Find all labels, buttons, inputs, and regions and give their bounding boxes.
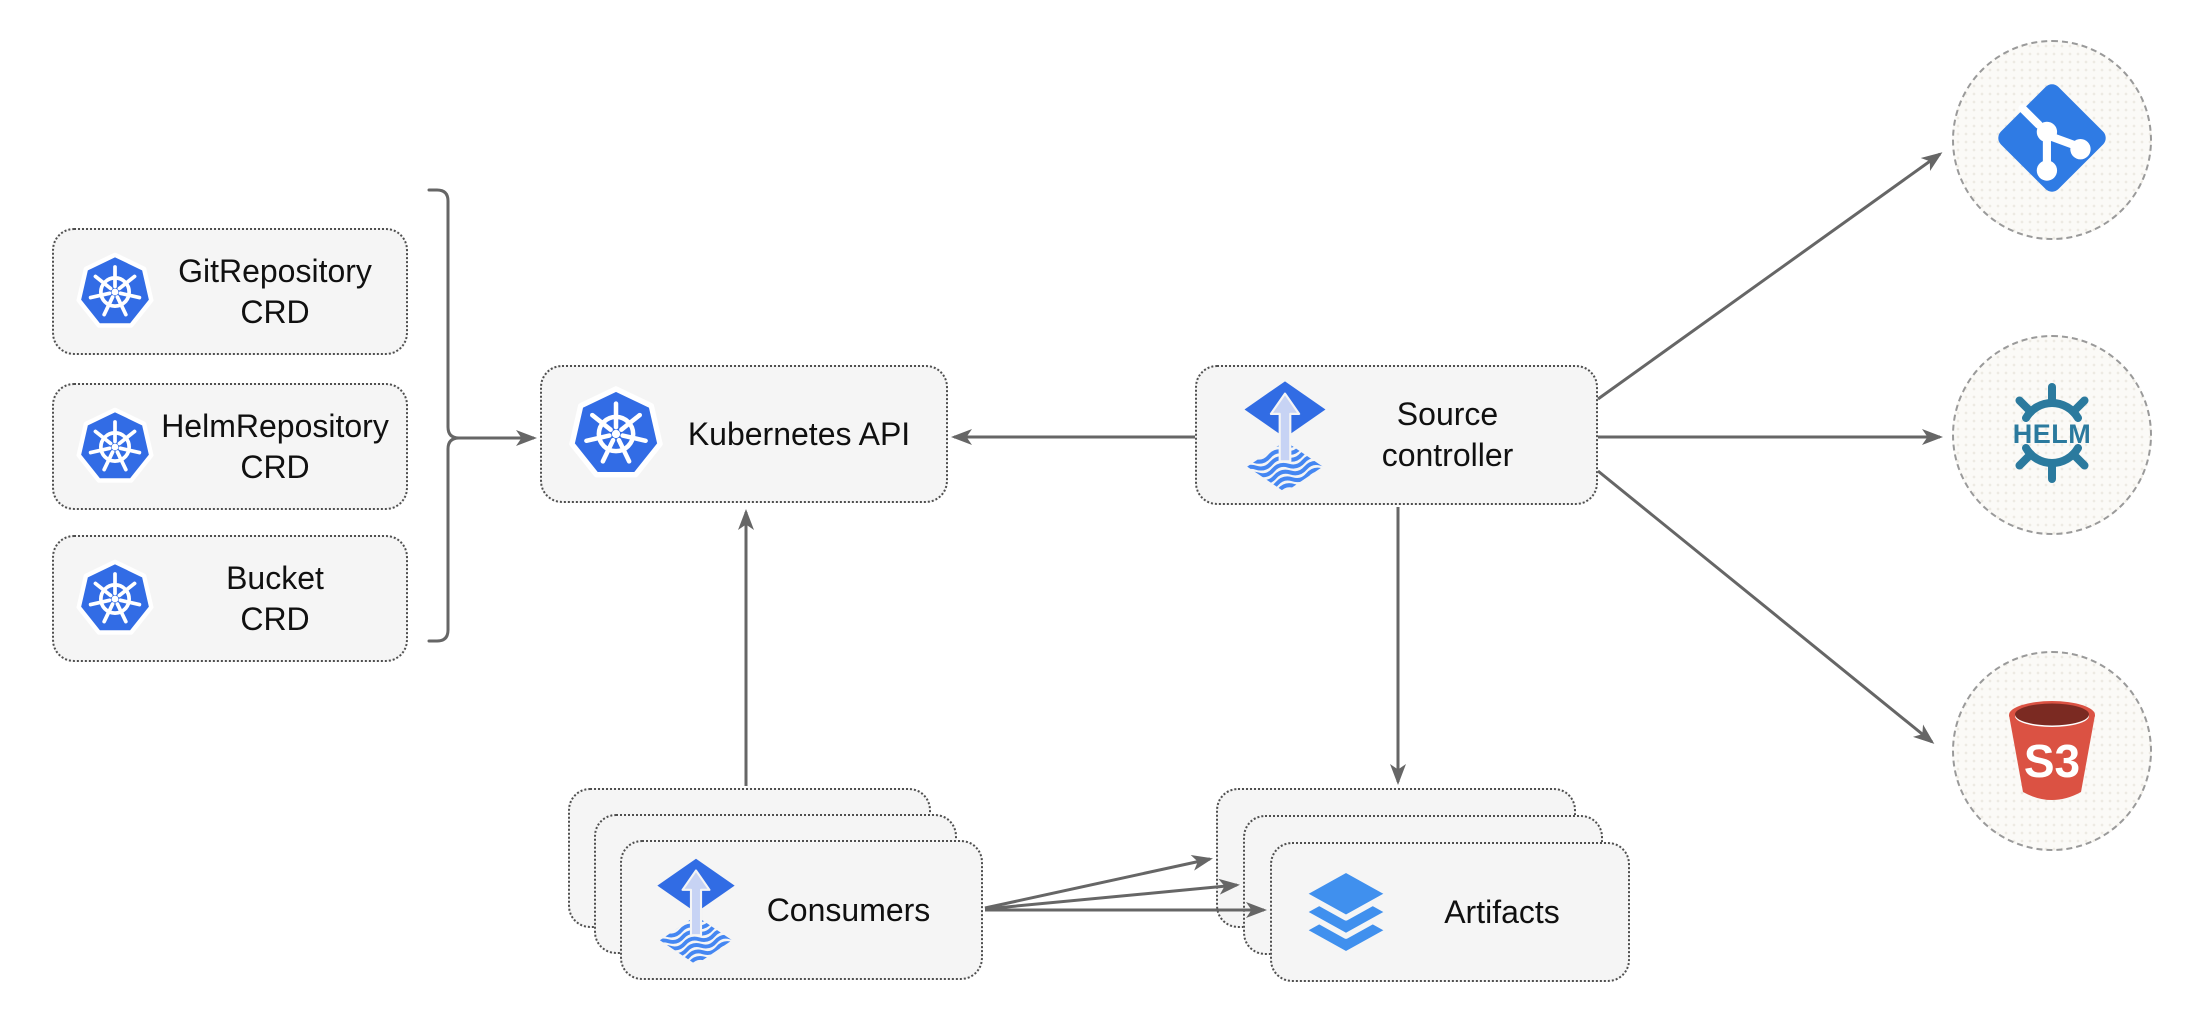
node-artifacts[interactable]: Artifacts	[1270, 842, 1630, 982]
node-label: Source controller	[1381, 396, 1514, 473]
kubernetes-icon	[72, 557, 158, 641]
node-label: Consumers	[766, 891, 931, 928]
crd-group-bracket	[427, 188, 461, 643]
node-label: Bucket CRD	[226, 559, 324, 637]
edge-consumers-to-artifacts-2	[984, 878, 1240, 911]
node-git-remote[interactable]	[1952, 40, 2152, 240]
kubernetes-icon	[72, 405, 158, 489]
node-helm-remote[interactable]: HELM	[1952, 335, 2152, 535]
edge-source-to-s3	[1597, 469, 1935, 744]
node-helmrepository-crd[interactable]: HelmRepository CRD	[52, 383, 408, 510]
helm-icon: HELM	[1992, 373, 2112, 498]
node-source-controller[interactable]: Source controller	[1195, 365, 1598, 505]
node-label: Artifacts	[1444, 893, 1560, 930]
s3-bucket-text: S3	[2024, 735, 2080, 787]
flux-icon	[654, 852, 738, 968]
node-s3-remote[interactable]: S3	[1952, 651, 2152, 851]
node-bucket-crd[interactable]: Bucket CRD	[52, 535, 408, 662]
node-gitrepository-crd[interactable]: GitRepository CRD	[52, 228, 408, 355]
flux-icon	[1241, 376, 1329, 494]
node-label: GitRepository CRD	[178, 252, 372, 330]
kubernetes-icon	[72, 250, 158, 334]
git-icon	[1991, 77, 2113, 204]
node-label: Kubernetes API	[687, 415, 911, 452]
edge-consumers-to-artifacts-1	[984, 855, 1213, 910]
helm-wheel-text: HELM	[2013, 419, 2092, 449]
s3-bucket-icon: S3	[1992, 689, 2112, 814]
kubernetes-icon	[564, 383, 668, 485]
edge-source-to-git	[1597, 152, 1943, 401]
node-kubernetes-api[interactable]: Kubernetes API	[540, 365, 948, 503]
node-label: HelmRepository CRD	[161, 407, 389, 485]
layers-icon	[1296, 864, 1396, 960]
node-consumers[interactable]: Consumers	[620, 840, 983, 980]
